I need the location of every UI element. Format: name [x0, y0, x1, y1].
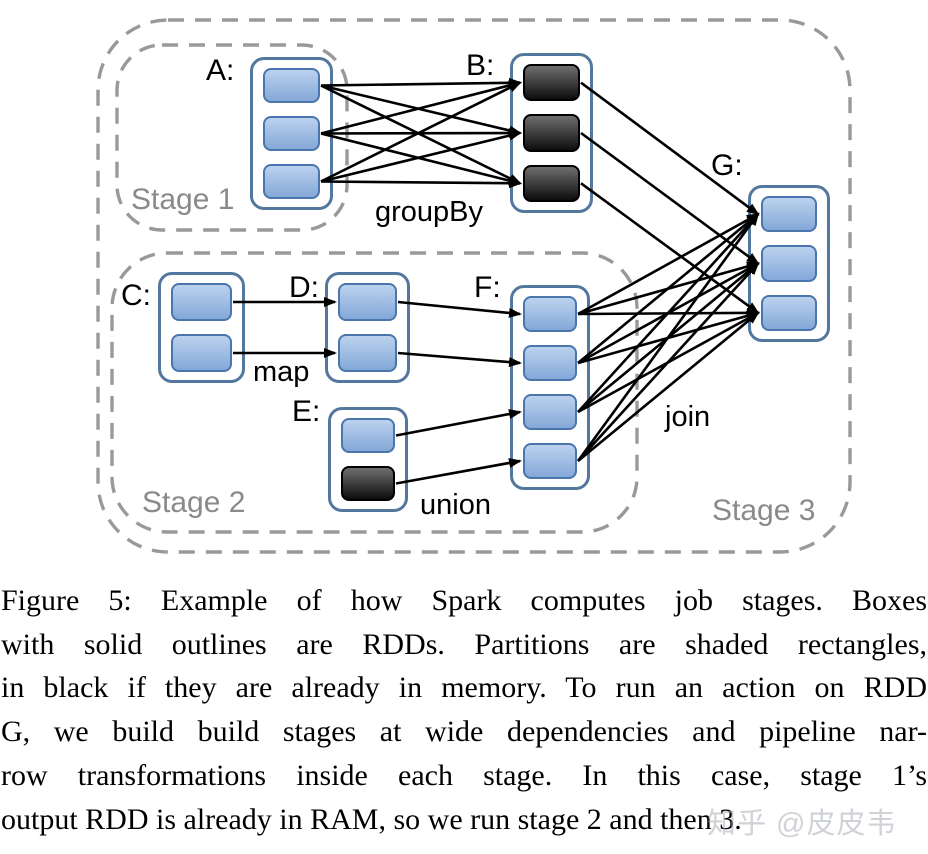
edge-A2-to-B1 [320, 80, 522, 135]
edge-F2-to-G3 [577, 310, 760, 365]
rdd-G-partition-3 [761, 294, 817, 331]
edge-F4-to-G3 [577, 311, 760, 463]
rdd-F-partition-4 [523, 443, 577, 479]
edge-F3-to-G3 [577, 311, 760, 414]
edge-F1-to-G2 [577, 261, 760, 316]
rdd-C-partition-1 [171, 283, 232, 321]
rdd-D-partition-2 [338, 334, 397, 372]
edge-F3-to-G2 [577, 262, 760, 414]
rdd-B-partition-3-in-memory [523, 164, 580, 202]
caption-line-6: output RDD is already in RAM, so we run … [1, 802, 742, 836]
rdd-B-partition-2-in-memory [523, 114, 580, 152]
rdd-F-label: F: [474, 271, 501, 304]
edge-A2-to-B3 [320, 132, 522, 186]
stage2-label: Stage 2 [142, 486, 246, 519]
edge-E1-to-F3 [395, 409, 522, 437]
rdd-F-partition-3 [523, 394, 577, 430]
operation-join-label: join [665, 401, 711, 433]
rdd-A-partition-3 [263, 164, 320, 199]
edge-A1-to-B3 [320, 84, 522, 185]
watermark: 知乎 @皮皮韦 [707, 808, 897, 840]
rdd-A-partition-2 [263, 116, 320, 151]
rdd-C-partition-2 [171, 334, 232, 372]
figure-caption: Figure 5: Example of how Spark computes … [0, 579, 928, 841]
stage-dag-diagram: Stage 1 Stage 2 Stage 3 A: B: C: D: E: F… [96, 18, 852, 554]
rdd-F-partition-1 [523, 296, 577, 332]
rdd-G-partition-2 [761, 245, 817, 282]
edge-D1-to-F1 [397, 300, 522, 318]
rdd-B-label: B: [466, 49, 495, 82]
rdd-E-label: E: [292, 395, 321, 428]
edge-F2-to-G1 [577, 212, 760, 365]
edge-E2-to-F4 [395, 458, 522, 485]
rdd-C-label: C: [121, 279, 151, 312]
edge-A2-to-B2 [320, 128, 522, 139]
caption-line-1: Figure 5: Example of how Spark computes … [1, 584, 927, 617]
edge-F1-to-G1 [577, 213, 760, 316]
rdd-A-partition-1 [263, 68, 320, 103]
rdd-E-partition-1 [341, 418, 395, 453]
stage1-label: Stage 1 [131, 183, 235, 216]
rdd-G-label: G: [711, 149, 743, 182]
rdd-F-partition-2 [523, 345, 577, 381]
edge-A3-to-B2 [320, 130, 522, 183]
edge-A1-to-B2 [320, 84, 522, 136]
edge-F3-to-G1 [577, 212, 760, 413]
stage3-label: Stage 3 [712, 494, 816, 527]
rdd-A-label: A: [206, 54, 235, 87]
rdd-E-partition-2-in-memory [341, 466, 395, 501]
operation-union-label: union [420, 489, 491, 521]
caption-line-2: with solid outlines are RDDs. Partitions… [1, 627, 927, 661]
operation-groupby-label: groupBy [375, 196, 484, 228]
rdd-D-label: D: [289, 271, 319, 304]
edge-D2-to-F2 [397, 351, 522, 368]
caption-line-5: row transformations inside each stage. I… [1, 758, 927, 792]
edge-B3-to-G3 [580, 182, 760, 315]
edge-A3-to-B3 [320, 178, 522, 189]
rdd-B-partition-1-in-memory [523, 64, 580, 102]
operation-map-label: map [253, 356, 310, 388]
edge-A3-to-B1 [320, 81, 522, 183]
rdd-D-partition-1 [338, 283, 397, 321]
edge-F2-to-G2 [577, 262, 760, 365]
edge-F1-to-G3 [577, 307, 760, 318]
caption-line-4: G, we build build stages at wide depende… [1, 715, 927, 749]
rdd-G-partition-1 [761, 196, 817, 233]
edge-A1-to-B1 [320, 77, 522, 88]
caption-line-3: in black if they are already in memory. … [1, 671, 927, 705]
